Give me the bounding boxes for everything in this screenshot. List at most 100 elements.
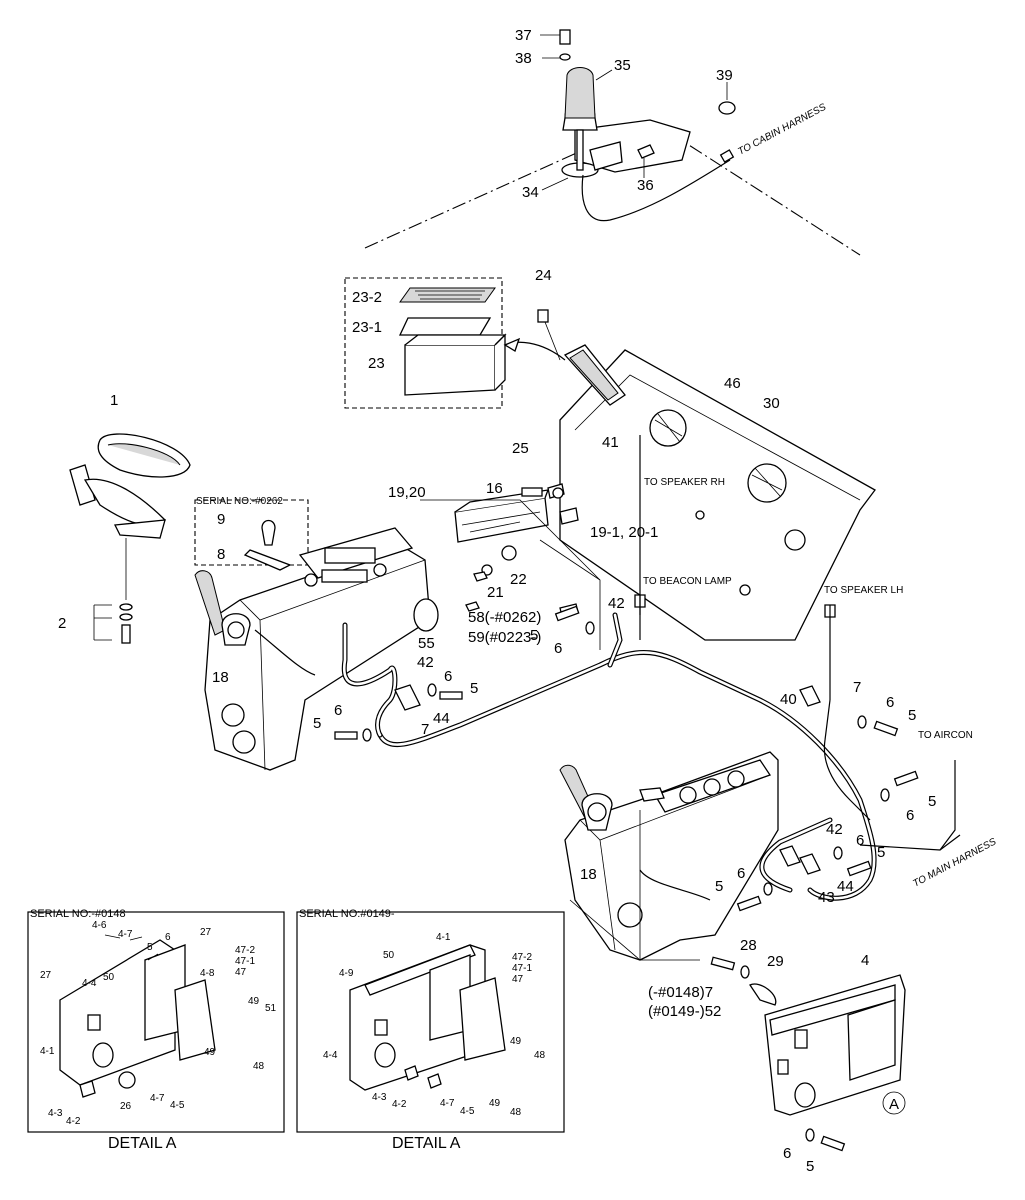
detail-right-serial: SERIAL NO:#0149- [299,908,395,920]
callout-42-c: 42 [826,821,843,838]
dl-4-7a: 4-7 [118,929,133,940]
callout-44-b: 44 [837,878,854,895]
dl-4-2: 4-2 [66,1116,81,1127]
callout-37: 37 [515,27,532,44]
bracket-a [764,974,906,1116]
dr-4-9: 4-9 [339,968,354,979]
dl-4-6: 4-6 [92,920,107,931]
callout-18-a: 18 [212,669,229,686]
callout-43: 43 [818,889,835,906]
callout-6-b: 6 [444,668,452,685]
note-serial-top: SERIAL NO:-#0262 [196,496,283,507]
dr-49a: 49 [510,1036,522,1047]
callout-22: 22 [510,571,527,588]
dr-50: 50 [383,950,395,961]
callout-5-b: 5 [470,680,478,697]
dr-47-2: 47-2 [512,952,532,963]
dl-49b: 49 [204,1047,216,1058]
dl-4-1: 4-1 [40,1046,55,1057]
callout-38: 38 [515,50,532,67]
left-console [194,499,579,771]
callout-25: 25 [512,440,529,457]
callout-labels: 37 38 35 39 34 36 24 23-2 23-1 23 1 2 46… [58,27,936,1175]
callout-5-a: 5 [530,627,538,644]
dl-47-2: 47-2 [235,945,255,956]
dr-4-1: 4-1 [436,932,451,943]
dl-6: 6 [165,932,171,943]
callout-5-e: 5 [928,793,936,810]
callout-6-h: 6 [783,1145,791,1162]
callout-36: 36 [637,177,654,194]
callout-1: 1 [110,392,118,409]
callout-6-e: 6 [906,807,914,824]
callout-39: 39 [716,67,733,84]
callout-19-1-20-1: 19-1, 20-1 [590,524,658,541]
callout-34: 34 [522,184,539,201]
callout-59: 59(#0223-) [468,629,541,646]
callout-A: A [889,1096,899,1113]
note-beacon-lamp: TO BEACON LAMP [643,576,732,587]
dr-4-3: 4-3 [372,1092,387,1103]
dr-4-5: 4-5 [460,1106,475,1117]
dl-48: 48 [253,1061,265,1072]
callout-35: 35 [614,57,631,74]
callout-58: 58(-#0262) [468,609,541,626]
dr-48a: 48 [534,1050,546,1061]
callout-6-f: 6 [856,832,864,849]
callout-9: 9 [217,511,225,528]
beacon-lamp-assembly [364,29,861,256]
callout-23-1: 23-1 [352,319,382,336]
dl-47: 47 [235,967,247,978]
dl-5: 5 [147,942,153,953]
callout-6-c: 6 [334,702,342,719]
note-aircon: TO AIRCON [918,730,973,741]
detail-right-caption: DETAIL A [392,1135,461,1152]
callout-2: 2 [58,615,66,632]
detail-left-caption: DETAIL A [108,1135,177,1152]
dl-27a: 27 [200,927,212,938]
callout-24: 24 [535,267,552,284]
callout-30: 30 [763,395,780,412]
fuse-box-detail [344,277,566,409]
dl-4-5: 4-5 [170,1100,185,1111]
callout-7-c: (-#0148)7 [648,984,713,1001]
callout-46: 46 [724,375,741,392]
right-console [559,751,779,961]
dl-4-7b: 4-7 [150,1093,165,1104]
dl-49a: 49 [248,996,260,1007]
note-speaker-lh: TO SPEAKER LH [824,585,903,596]
dr-4-2: 4-2 [392,1099,407,1110]
dr-49b: 49 [489,1098,501,1109]
dl-26: 26 [120,1101,132,1112]
callout-5-d: 5 [908,707,916,724]
callout-5-f: 5 [877,844,885,861]
dl-50: 50 [103,972,115,983]
callout-16: 16 [486,480,503,497]
dr-48b: 48 [510,1107,522,1118]
detail-right-labels: SERIAL NO:#0149- DETAIL A 4-1 4-9 50 47-… [299,908,546,1152]
callout-42-b: 42 [417,654,434,671]
callout-28: 28 [740,937,757,954]
callout-42-a: 42 [608,595,625,612]
callout-8: 8 [217,546,225,563]
dl-4-8: 4-8 [200,968,215,979]
detail-a-right [296,911,565,1133]
note-speaker-rh: TO SPEAKER RH [644,477,725,488]
callout-44-a: 44 [433,710,450,727]
callout-6-a: 6 [554,640,562,657]
callout-29: 29 [767,953,784,970]
dr-47: 47 [512,974,524,985]
callout-18-b: 18 [580,866,597,883]
armrest-parts [69,433,191,644]
callout-7-b: 7 [853,679,861,696]
callout-5-c: 5 [313,715,321,732]
callout-6-d: 6 [886,694,894,711]
callout-5-g: 5 [715,878,723,895]
callout-23-2: 23-2 [352,289,382,306]
callout-4: 4 [861,952,869,969]
callout-23: 23 [368,355,385,372]
cabin-panel [454,309,876,700]
dl-27b: 27 [40,970,52,981]
callout-6-g: 6 [737,865,745,882]
